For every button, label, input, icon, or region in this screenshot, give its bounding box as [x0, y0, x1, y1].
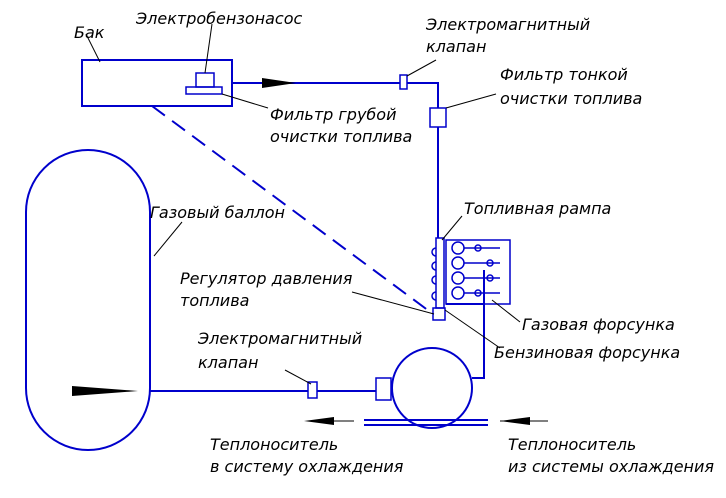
gas-reducer — [391, 347, 473, 429]
leader-regulator — [351, 291, 435, 315]
leader-coarse-filter — [221, 93, 269, 109]
gas-injector-block — [445, 239, 511, 305]
label-coolant-in-2: из системы охлаждения — [508, 457, 714, 476]
label-solenoid-top-2: клапан — [426, 37, 486, 56]
label-coolant-in-1: Теплоноситель — [508, 435, 636, 454]
label-coarse-filter-1: Фильтр грубой — [270, 105, 396, 124]
coolant-out-arrow — [304, 417, 334, 425]
leader-petrol-injector — [444, 309, 501, 349]
label-coolant-out-1: Теплоноситель — [210, 435, 338, 454]
leader-fuel-rail — [441, 215, 463, 241]
fuel-line-valve-to-filter — [407, 82, 439, 108]
leader-solenoid-bottom — [284, 369, 312, 385]
leader-fine-filter — [445, 93, 497, 109]
leader-tank — [85, 33, 101, 63]
label-solenoid-top-1: Электромагнитный — [425, 15, 590, 34]
leader-pump — [204, 23, 213, 74]
label-gas-injector: Газовая форсунка — [522, 315, 675, 334]
flow-arrow-tank — [262, 78, 296, 88]
label-regulator-2: топлива — [180, 291, 249, 310]
label-regulator-1: Регулятор давления — [180, 269, 353, 288]
leader-solenoid-top — [406, 59, 437, 77]
label-solenoid-bottom-2: клапан — [198, 353, 258, 372]
pressure-regulator — [432, 307, 446, 321]
fine-filter — [429, 107, 447, 128]
electric-fuel-pump — [185, 72, 223, 95]
label-coarse-filter-2: очистки топлива — [270, 127, 412, 146]
leader-gas-injector — [491, 299, 521, 323]
label-gas-cylinder: Газовый баллон — [150, 203, 285, 222]
coolant-pipe — [364, 419, 488, 426]
flow-arrow-cylinder — [72, 386, 138, 396]
leader-gas-cylinder — [153, 221, 183, 257]
label-petrol-injector: Бензиновая форсунка — [494, 343, 680, 362]
label-pump: Электробензонасос — [135, 9, 302, 28]
return-line-dashed — [151, 105, 434, 315]
solenoid-valve-top — [399, 74, 408, 90]
label-fine-filter-2: очистки топлива — [500, 89, 642, 108]
gas-line-reducer-to-rail — [446, 270, 485, 379]
label-fine-filter-1: Фильтр тонкой — [500, 65, 628, 84]
fuel-tank — [81, 59, 233, 107]
coolant-in-arrow — [500, 417, 530, 425]
solenoid-valve-bottom — [307, 381, 318, 399]
gas-cylinder — [25, 149, 151, 451]
reducer-inlet — [375, 377, 392, 401]
label-tank: Бак — [74, 23, 105, 42]
label-fuel-rail: Топливная рампа — [464, 199, 611, 218]
label-solenoid-bottom-1: Электромагнитный — [197, 329, 362, 348]
fuel-rail — [431, 237, 445, 309]
label-coolant-out-2: в систему охлаждения — [210, 457, 404, 476]
